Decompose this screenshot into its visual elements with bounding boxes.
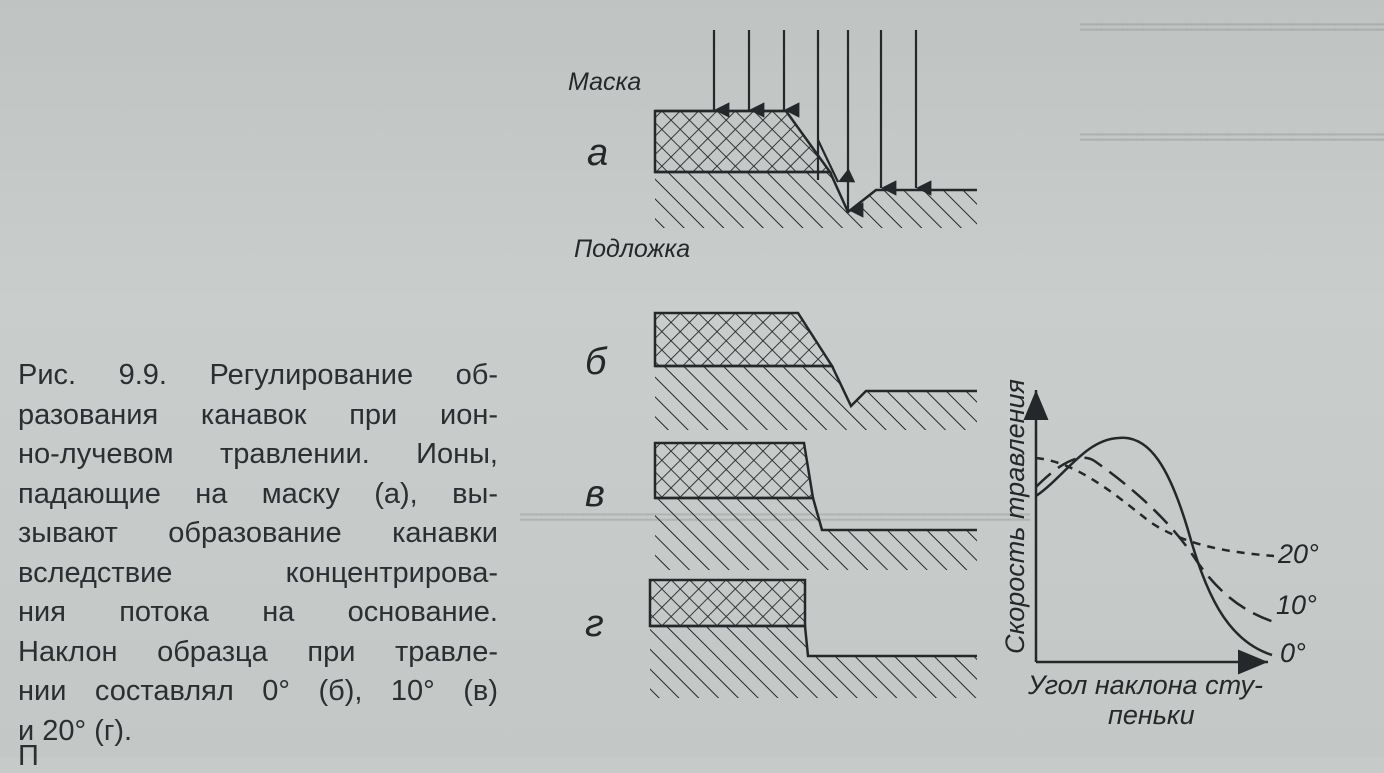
- panel-label-v: в: [585, 473, 605, 515]
- caption-line: и 20° (г).: [18, 714, 133, 747]
- caption-line: Рис. 9.9. Регулирование об-: [18, 359, 498, 391]
- series-10-deg: [1035, 456, 1275, 624]
- panel-label-g: г: [585, 603, 604, 645]
- series-20-deg: [1035, 456, 1275, 558]
- legend-20-deg: 20°: [1277, 539, 1319, 569]
- figure-caption: Рис. 9.9. Регулирование об- разования ка…: [18, 356, 498, 751]
- panel-v: [653, 441, 977, 570]
- caption-line: нии составлял 0° (б), 10° (в): [18, 675, 498, 707]
- mask-layer: [653, 441, 815, 500]
- substrate-layer: [655, 366, 977, 430]
- caption-line: падающие на маску (а), вы-: [18, 477, 498, 510]
- panel-a: [653, 30, 977, 228]
- caption-line: разования канавок при ион-: [18, 398, 498, 431]
- caption-line: но-лучевом травлении. Ионы,: [18, 438, 498, 470]
- substrate-layer: [655, 172, 977, 228]
- xlabel-line1: Угол наклона сту-: [1027, 670, 1263, 700]
- caption-line: зывают образование канавки: [18, 517, 498, 549]
- ylabel: Скорость травления: [1000, 379, 1030, 654]
- legend-0-deg: 0°: [1280, 638, 1306, 668]
- panel-b: [653, 311, 977, 430]
- substrate-layer: [655, 498, 977, 570]
- caption-line: ния потока на основание.: [18, 596, 498, 628]
- mask-label: Маска: [568, 68, 641, 96]
- caption-line: Наклон образца при травле-: [18, 635, 498, 668]
- etch-rate-chart: Скорость травления Угол наклона сту- пен…: [1000, 379, 1319, 730]
- caption-line: вследствие концентрирова-: [18, 556, 498, 589]
- mask-layer: [653, 109, 833, 174]
- panel-label-b: б: [585, 341, 608, 383]
- substrate-layer: [650, 626, 977, 698]
- series-0-deg: [1035, 436, 1273, 657]
- xlabel-line2: пеньки: [1108, 700, 1195, 730]
- legend-10-deg: 10°: [1276, 590, 1317, 620]
- panel-label-a: а: [587, 132, 608, 174]
- mask-layer: [648, 578, 807, 628]
- substrate-label: Подложка: [574, 235, 690, 263]
- ion-beam-arrows: [712, 30, 932, 218]
- mask-layer: [653, 311, 835, 368]
- panel-g: [648, 578, 977, 698]
